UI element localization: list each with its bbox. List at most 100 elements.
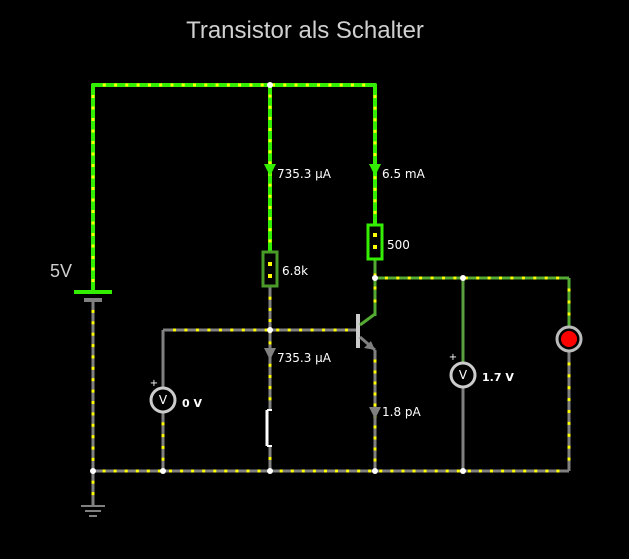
current-dot bbox=[268, 139, 272, 143]
current-dot bbox=[510, 276, 514, 280]
current-dot bbox=[430, 276, 434, 280]
current-dot bbox=[299, 328, 303, 332]
current-emitter-label: 1.8 pA bbox=[382, 405, 422, 419]
current-dot bbox=[419, 276, 423, 280]
resistor-icon[interactable] bbox=[261, 250, 279, 288]
current-dot bbox=[91, 492, 95, 496]
current-dot bbox=[287, 328, 291, 332]
current-dot bbox=[294, 83, 298, 87]
current-dot bbox=[91, 366, 95, 370]
current-dot bbox=[373, 106, 377, 110]
current-dot bbox=[91, 401, 95, 404]
current-dot bbox=[534, 469, 538, 473]
current-dot bbox=[161, 422, 165, 426]
current-dot bbox=[373, 153, 377, 156]
current-dot bbox=[91, 244, 95, 248]
current-dot bbox=[268, 363, 272, 367]
current-dot bbox=[478, 469, 482, 473]
current-dot bbox=[533, 276, 537, 280]
junction-node[interactable] bbox=[90, 468, 96, 474]
current-dot bbox=[91, 279, 95, 282]
current-dot bbox=[268, 386, 272, 390]
current-dot bbox=[268, 228, 272, 232]
current-dot bbox=[235, 469, 239, 473]
current-dot bbox=[161, 445, 165, 449]
current-dot bbox=[91, 164, 95, 167]
current-dot bbox=[91, 210, 95, 213]
voltmeter-base-reading: 0 V bbox=[182, 397, 202, 410]
current-dot bbox=[276, 328, 280, 332]
current-dot bbox=[373, 129, 377, 133]
junction-nodes bbox=[90, 82, 466, 474]
switch-icon[interactable] bbox=[265, 409, 272, 447]
led-icon[interactable] bbox=[555, 325, 583, 353]
mid-wires bbox=[373, 260, 571, 362]
ground-icon bbox=[81, 505, 105, 517]
junction-node[interactable] bbox=[460, 275, 466, 281]
current-dot bbox=[193, 83, 196, 87]
current-dot bbox=[384, 276, 388, 280]
current-dot bbox=[91, 457, 95, 461]
current-dot bbox=[268, 105, 272, 109]
junction-node[interactable] bbox=[372, 468, 378, 474]
current-dot bbox=[523, 469, 527, 473]
junction-node[interactable] bbox=[267, 327, 273, 333]
current-dot bbox=[268, 217, 272, 221]
current-dot bbox=[230, 328, 234, 332]
transistor-icon[interactable] bbox=[356, 312, 376, 352]
current-dot bbox=[91, 175, 95, 179]
current-dot bbox=[246, 469, 250, 473]
current-dot bbox=[373, 299, 377, 303]
current-dot bbox=[373, 458, 377, 462]
current-dot bbox=[147, 83, 151, 87]
current-dot bbox=[268, 94, 272, 98]
current-dot bbox=[312, 469, 316, 473]
current-dot bbox=[290, 469, 294, 473]
current-dot bbox=[161, 457, 165, 461]
current-dot bbox=[567, 421, 571, 425]
current-dot bbox=[357, 469, 361, 473]
current-dot bbox=[567, 374, 571, 378]
current-dot bbox=[91, 141, 95, 144]
junction-node[interactable] bbox=[372, 275, 378, 281]
current-dot bbox=[373, 95, 377, 99]
current-dot bbox=[268, 239, 272, 243]
current-dot bbox=[544, 276, 548, 280]
current-dot bbox=[339, 83, 343, 87]
current-dot bbox=[333, 328, 337, 332]
current-dot bbox=[567, 312, 571, 316]
current-dot bbox=[556, 469, 560, 473]
current-dot bbox=[249, 83, 253, 87]
resistor-icon[interactable] bbox=[366, 223, 384, 261]
junction-node[interactable] bbox=[160, 468, 166, 474]
current-dot bbox=[373, 403, 377, 407]
current-dot bbox=[173, 328, 176, 332]
current-dot bbox=[368, 469, 372, 473]
current-dot bbox=[91, 221, 95, 225]
current-dot bbox=[567, 445, 571, 449]
voltmeter-icon[interactable]: V + bbox=[149, 378, 177, 414]
battery-icon[interactable] bbox=[74, 290, 112, 302]
current-base-feed-label: 735.3 µA bbox=[277, 167, 332, 181]
current-dot bbox=[567, 288, 571, 292]
current-dot bbox=[567, 457, 571, 461]
voltmeter-icon[interactable]: V + bbox=[449, 352, 477, 389]
current-dot bbox=[91, 446, 95, 450]
current-dot bbox=[113, 469, 117, 473]
junction-node[interactable] bbox=[267, 468, 273, 474]
current-dot bbox=[268, 307, 272, 311]
current-dot bbox=[467, 469, 471, 473]
current-dot bbox=[91, 355, 95, 359]
current-dot bbox=[91, 129, 95, 133]
junction-node[interactable] bbox=[460, 468, 466, 474]
voltmeter-collector-plus: + bbox=[449, 352, 457, 363]
current-dot bbox=[328, 83, 332, 87]
current-dot bbox=[253, 328, 257, 332]
current-dot bbox=[322, 328, 326, 332]
current-dot bbox=[362, 83, 366, 87]
current-dot bbox=[373, 286, 377, 290]
current-dot bbox=[423, 469, 427, 473]
current-dot bbox=[91, 267, 95, 271]
junction-node[interactable] bbox=[267, 82, 273, 88]
current-dot bbox=[91, 233, 95, 236]
